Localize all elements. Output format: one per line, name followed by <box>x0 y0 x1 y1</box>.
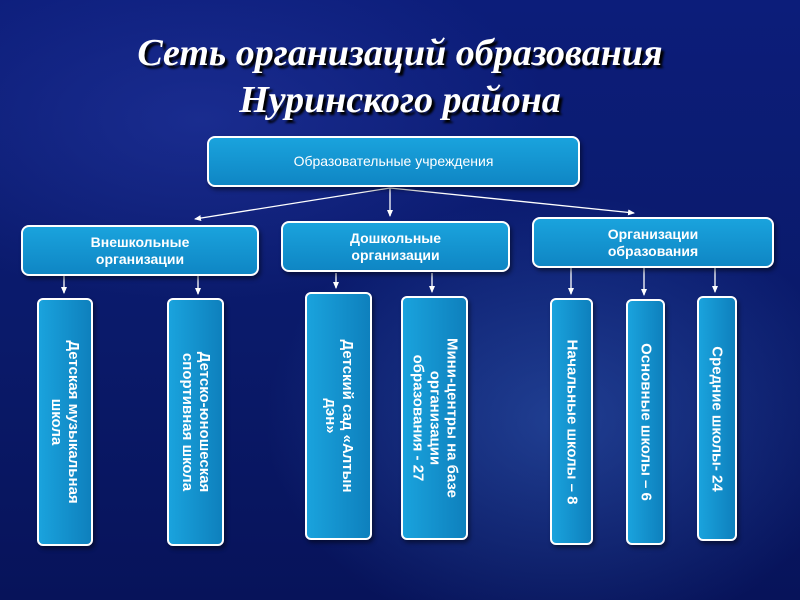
root-box-label: Образовательные учреждения <box>293 153 494 169</box>
category-label-line-2: организации <box>351 246 440 263</box>
category-box-extracurricular: Внешкольные организации <box>21 225 259 276</box>
leaf-box-mini-centers: Мини-центры на базе организации образова… <box>401 296 468 540</box>
leaf-text-line: спортивная школа <box>178 352 196 492</box>
title-line-2: Нуринского района <box>239 79 561 121</box>
leaf-text-line: Детская музыкальная <box>65 340 82 504</box>
category-box-education-organizations: Организации образования <box>532 217 774 268</box>
leaf-box-primary-schools: Начальные школы – 8 <box>550 298 593 545</box>
category-label-line-2: организации <box>95 250 185 267</box>
root-box-educational-institutions: Образовательные учреждения <box>207 136 580 187</box>
category-label-line-2: образования <box>607 242 699 259</box>
leaf-text-line: дэн» <box>321 398 339 434</box>
leaf-box-music-school: Детская музыкальная школа <box>37 298 93 546</box>
leaf-text-line: Средние школы- 24 <box>708 345 726 492</box>
leaf-text-line: организации <box>426 370 443 466</box>
category-label-line-1: Организации <box>607 225 699 242</box>
category-label-line-1: Дошкольные <box>349 229 442 246</box>
arrow-root-to-extracurricular <box>194 187 391 222</box>
leaf-text-line: Детский сад «Алтын <box>338 339 356 493</box>
slide-title: Сеть организаций образования Нуринского … <box>0 30 800 124</box>
leaf-box-kindergarten: Детский сад «Алтын дэн» <box>305 292 372 540</box>
leaf-text-line: Мини-центры на базе <box>443 337 460 499</box>
leaf-text-line: Основные школы – 6 <box>637 343 654 501</box>
leaf-text-line: школа <box>48 398 65 446</box>
leaf-box-basic-schools: Основные школы – 6 <box>626 299 665 545</box>
leaf-text-line: Детско-юношеская <box>195 351 213 493</box>
title-line-1: Сеть организаций образования <box>137 32 663 74</box>
leaf-text-line: Начальные школы – 8 <box>563 339 580 504</box>
leaf-box-sports-school: Детско-юношеская спортивная школа <box>167 298 224 546</box>
category-label-line-1: Внешкольные <box>90 233 190 250</box>
leaf-box-secondary-schools: Средние школы- 24 <box>697 296 737 541</box>
category-box-preschool: Дошкольные организации <box>281 221 510 272</box>
arrow-root-to-education <box>389 187 635 216</box>
leaf-text-line: образования - 27 <box>409 354 426 482</box>
